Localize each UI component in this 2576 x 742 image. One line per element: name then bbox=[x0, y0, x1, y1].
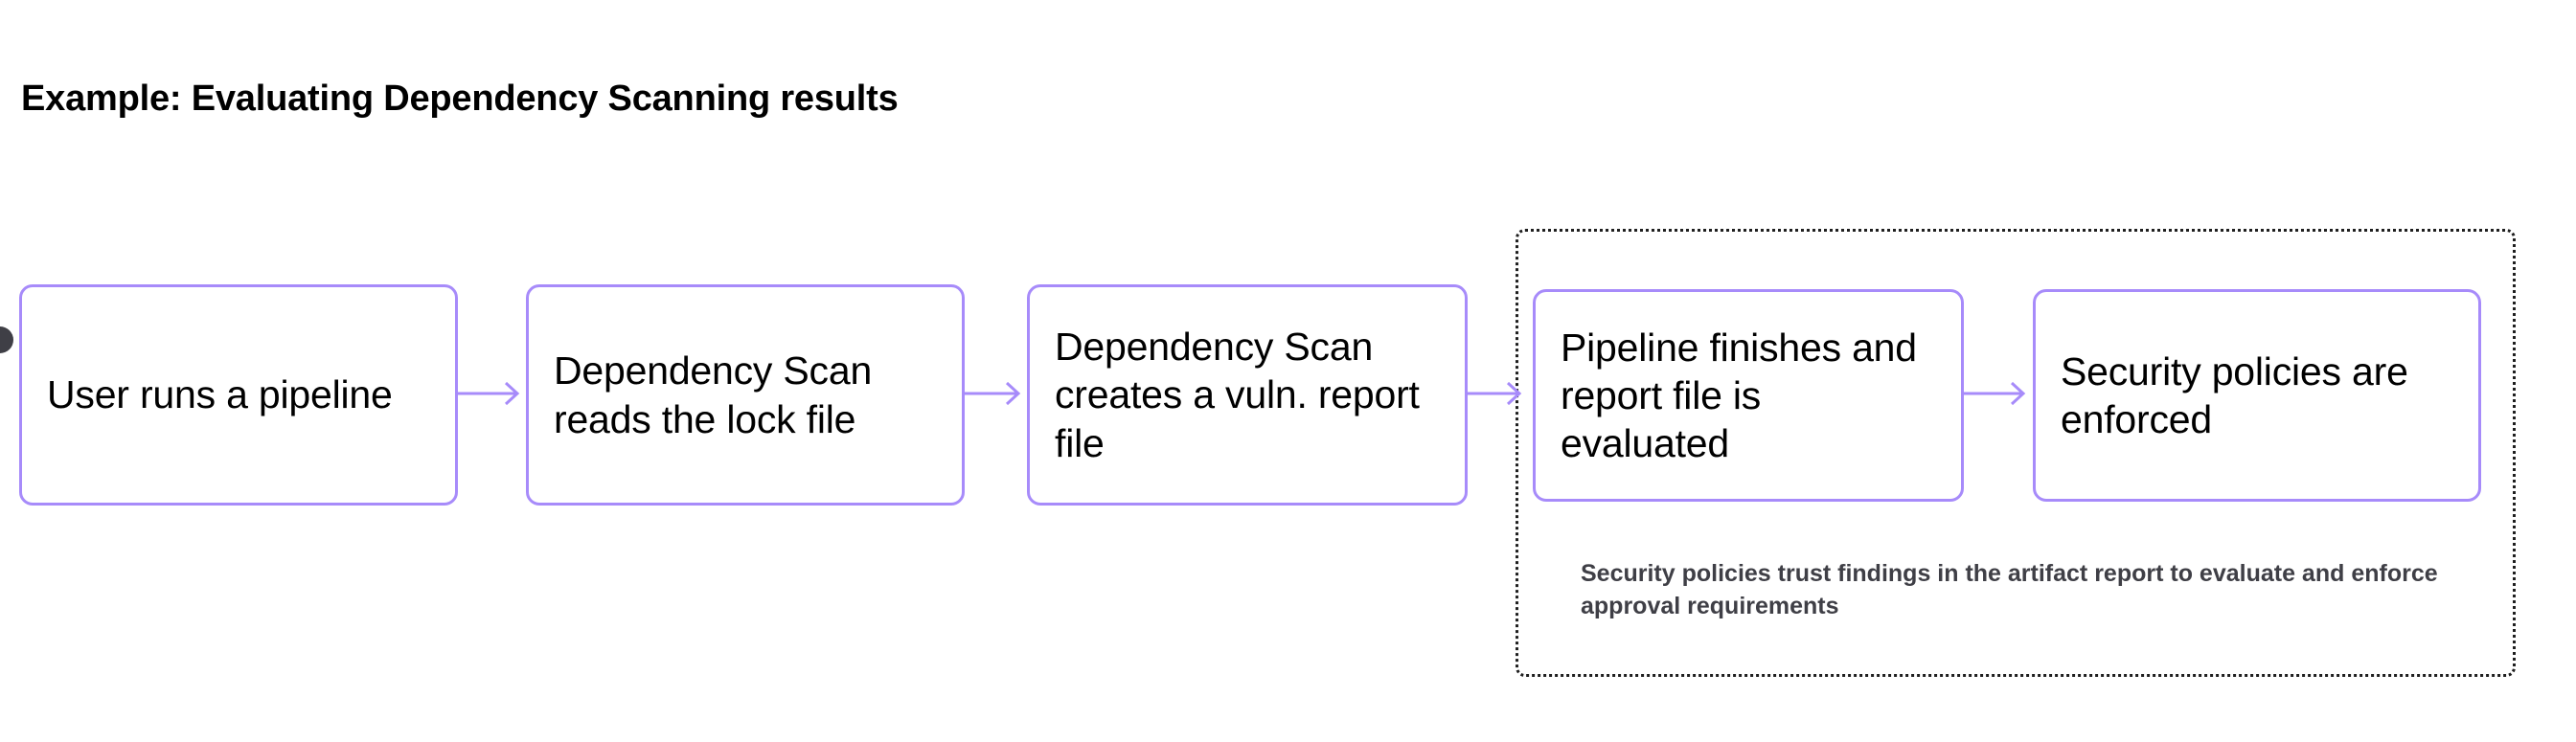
flow-arrow-2 bbox=[965, 379, 1027, 408]
flow-node-label: Pipeline finishes and report file is eva… bbox=[1561, 325, 1917, 465]
flow-arrow-4 bbox=[1964, 379, 2033, 408]
flow-node-label: User runs a pipeline bbox=[47, 372, 393, 417]
flow-node-label: Security policies are enforced bbox=[2061, 349, 2408, 441]
page-title: Example: Evaluating Dependency Scanning … bbox=[21, 79, 899, 119]
flow-node-label: Dependency Scan creates a vuln. report f… bbox=[1055, 325, 1420, 465]
security-policy-group-container bbox=[1516, 229, 2516, 677]
flow-node-dependency-scan-creates-report[interactable]: Dependency Scan creates a vuln. report f… bbox=[1027, 284, 1468, 506]
flow-node-pipeline-finishes-report-evaluated[interactable]: Pipeline finishes and report file is eva… bbox=[1533, 289, 1964, 502]
start-dot-icon bbox=[0, 326, 13, 353]
group-caption: Security policies trust findings in the … bbox=[1581, 560, 2438, 619]
flow-node-label: Dependency Scan reads the lock file bbox=[554, 349, 873, 441]
flow-node-user-runs-pipeline[interactable]: User runs a pipeline bbox=[19, 284, 458, 506]
flow-arrow-3 bbox=[1468, 379, 1533, 408]
flow-node-dependency-scan-reads-lock-file[interactable]: Dependency Scan reads the lock file bbox=[526, 284, 965, 506]
flow-arrow-1 bbox=[458, 379, 526, 408]
flow-node-security-policies-enforced[interactable]: Security policies are enforced bbox=[2033, 289, 2481, 502]
